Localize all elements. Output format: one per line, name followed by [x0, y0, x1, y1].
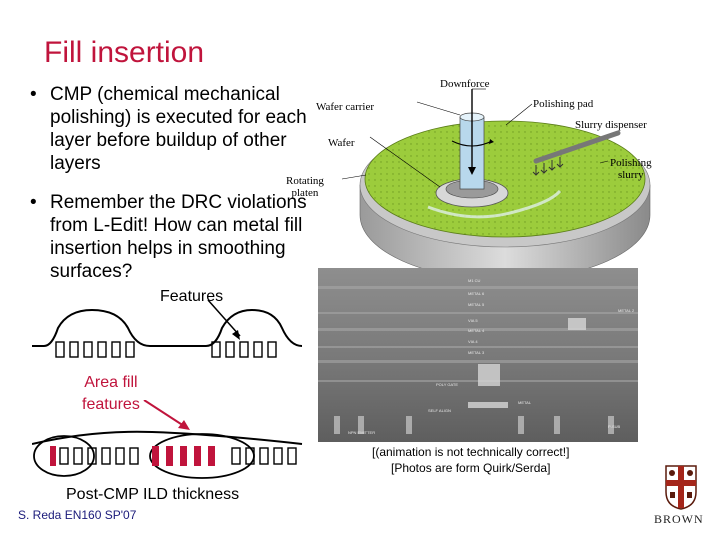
label-post-cmp: Post-CMP ILD thickness [66, 486, 240, 503]
bullet-text: Remember the DRC violations from L-Edit!… [50, 192, 307, 282]
sem-layer-label: P-SUB [608, 424, 621, 429]
label-wafer: Wafer [328, 137, 355, 149]
bullet-marker: • [30, 84, 37, 105]
sem-layer-label: SELF ALIGN [428, 408, 451, 413]
sem-bottom-contacts [334, 416, 614, 434]
label-polishing-pad: Polishing pad [533, 98, 594, 110]
label-rotating-platen: Rotating platen [286, 175, 324, 199]
sem-cross-section-image: M1 CU METAL 6 METAL 5 VIA 5 METAL 4 VIA 4 META… [318, 268, 638, 442]
photo-caption: [(animation is not technically correct!]… [372, 445, 570, 475]
sem-layer-label: POLY GATE [436, 382, 458, 387]
bullet-marker: • [30, 192, 37, 213]
sem-layer-label: NPN EMITTER [348, 430, 375, 435]
label-wafer-carrier: Wafer carrier [316, 101, 375, 113]
bullet-drc: • Remember the DRC violations from L-Edi… [30, 191, 320, 283]
sem-layer-label: VIA 4 [468, 339, 478, 344]
label-polishing-slurry: Polishing slurry [610, 157, 652, 181]
sem-layer-label: METAL 2 [618, 308, 635, 313]
sem-layer-label: M1 CU [468, 278, 481, 283]
sem-metal-structures [468, 318, 586, 408]
sem-layer-label: METAL 4 [468, 328, 485, 333]
sem-layer-label: VIA 5 [468, 318, 478, 323]
brown-logo-text: BROWN [654, 512, 704, 526]
bullet-cmp: • CMP (chemical mechanical polishing) is… [30, 83, 320, 175]
area-fill-diagram [32, 400, 303, 479]
slide-title: Fill insertion [44, 36, 205, 69]
sem-layer-label: METAL 5 [468, 302, 485, 307]
sem-layer-label: METAL 6 [468, 291, 485, 296]
slurry-dispenser [533, 130, 621, 164]
label-features: Features [160, 288, 224, 305]
sem-layer-label: METAL [518, 400, 532, 405]
cmp-machine-illustration [341, 88, 651, 281]
footer-credit: S. Reda EN160 SP'07 [18, 508, 137, 522]
features-diagram [32, 300, 302, 358]
bullet-text: CMP (chemical mechanical polishing) is e… [50, 84, 307, 174]
sem-layer-label: METAL 3 [468, 350, 485, 355]
label-slurry-dispenser: Slurry dispenser [575, 119, 647, 131]
label-area-fill: Area fill features [82, 374, 140, 413]
brown-shield-logo [665, 465, 697, 510]
label-downforce: Downforce [440, 78, 490, 90]
